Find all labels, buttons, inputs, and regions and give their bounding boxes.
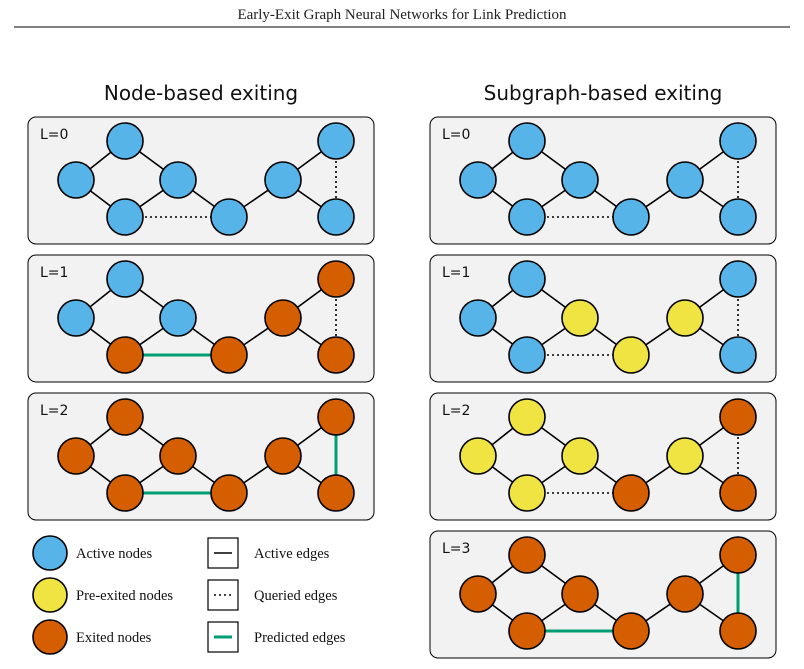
graph-node: [719, 398, 757, 436]
legend-node-swatch: [32, 535, 68, 571]
graph-node: [210, 474, 248, 512]
legend-edge-label: Queried edges: [254, 588, 338, 604]
graph-panel: L=2: [27, 392, 375, 521]
graph-panel: L=0: [27, 116, 375, 245]
graph-node: [666, 161, 704, 199]
graph-node: [317, 122, 355, 160]
graph-node: [666, 299, 704, 337]
graph-node: [719, 536, 757, 574]
graph-node: [264, 161, 302, 199]
graph-node: [106, 474, 144, 512]
graph-node: [459, 299, 497, 337]
graph-node: [317, 260, 355, 298]
legend-edge-box: [207, 579, 239, 611]
legend-node-swatch: [32, 577, 68, 613]
graph-node: [57, 437, 95, 475]
graph-node: [159, 299, 197, 337]
layer-label: L=1: [442, 265, 470, 281]
graph-node: [106, 260, 144, 298]
graph-node: [317, 336, 355, 374]
graph-node: [666, 437, 704, 475]
column-title: Subgraph-based exiting: [484, 81, 723, 105]
layer-label: L=2: [442, 403, 470, 419]
graph-node: [561, 161, 599, 199]
graph-node: [612, 474, 650, 512]
graph-panel: L=2: [429, 392, 777, 521]
graph-node: [561, 437, 599, 475]
graph-node: [317, 398, 355, 436]
graph-node: [719, 474, 757, 512]
graph-node: [106, 398, 144, 436]
graph-panel: L=3: [429, 530, 777, 659]
graph-node: [459, 161, 497, 199]
graph-node: [57, 299, 95, 337]
graph-node: [719, 122, 757, 160]
legend-node-label: Active nodes: [76, 546, 152, 562]
column-title: Node-based exiting: [104, 81, 298, 105]
graph-node: [159, 161, 197, 199]
graph-node: [210, 336, 248, 374]
graph-node: [317, 474, 355, 512]
layer-label: L=3: [442, 541, 470, 557]
graph-node: [612, 198, 650, 236]
graph-node: [508, 474, 546, 512]
graph-node: [561, 299, 599, 337]
graph-node: [210, 198, 248, 236]
graph-node: [508, 336, 546, 374]
graph-node: [159, 437, 197, 475]
graph-node: [612, 612, 650, 650]
graph-node: [508, 122, 546, 160]
graph-node: [508, 612, 546, 650]
legend-edge-label: Active edges: [254, 546, 330, 562]
graph-node: [719, 198, 757, 236]
legend-node-label: Exited nodes: [76, 630, 152, 646]
graph-panel: L=0: [429, 116, 777, 245]
legend-node-swatch: [32, 619, 68, 655]
graph-node: [106, 336, 144, 374]
graph-panel: L=1: [429, 254, 777, 383]
graph-node: [508, 536, 546, 574]
graph-node: [459, 437, 497, 475]
graph-node: [459, 575, 497, 613]
graph-node: [719, 260, 757, 298]
graph-node: [264, 437, 302, 475]
graph-node: [719, 612, 757, 650]
graph-node: [106, 122, 144, 160]
layer-label: L=1: [40, 265, 68, 281]
graph-node: [508, 398, 546, 436]
layer-label: L=2: [40, 403, 68, 419]
graph-node: [317, 198, 355, 236]
graph-node: [719, 336, 757, 374]
legend-node-label: Pre-exited nodes: [76, 588, 173, 604]
graph-panel: L=1: [27, 254, 375, 383]
graph-node: [666, 575, 704, 613]
graph-node: [612, 336, 650, 374]
graph-node: [561, 575, 599, 613]
layer-label: L=0: [442, 127, 470, 143]
layer-label: L=0: [40, 127, 68, 143]
graph-node: [508, 260, 546, 298]
graph-node: [264, 299, 302, 337]
running-title: Early-Exit Graph Neural Networks for Lin…: [237, 7, 567, 23]
graph-node: [508, 198, 546, 236]
legend-edge-label: Predicted edges: [254, 630, 346, 646]
graph-node: [57, 161, 95, 199]
graph-node: [106, 198, 144, 236]
